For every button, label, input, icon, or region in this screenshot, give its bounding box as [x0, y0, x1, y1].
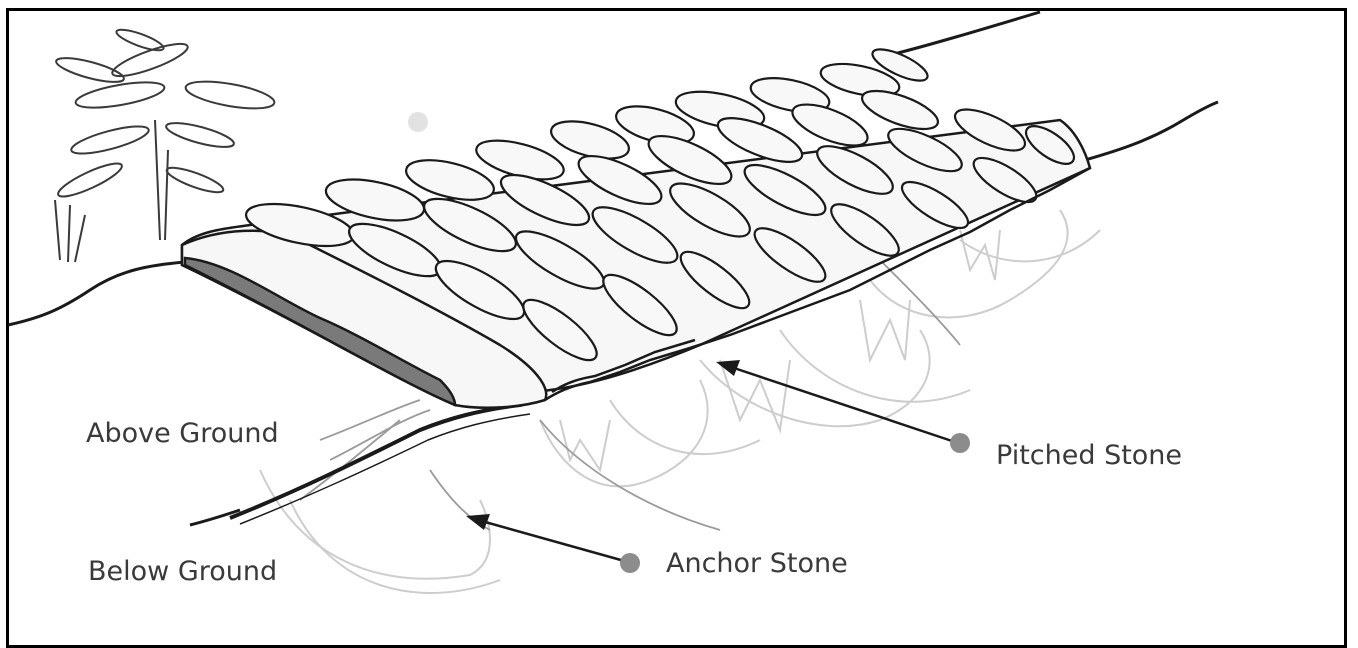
anchor-stone-label: Anchor Stone [666, 550, 848, 577]
stone-pitching-illustration [0, 0, 1358, 629]
above-ground-label: Above Ground [86, 420, 279, 447]
anchor-stone-marker [620, 553, 640, 573]
pitched-stone-label: Pitched Stone [996, 442, 1182, 469]
ghost-marker [408, 112, 428, 132]
below-ground-label: Below Ground [88, 558, 277, 585]
pitched-stone-marker [950, 433, 970, 453]
